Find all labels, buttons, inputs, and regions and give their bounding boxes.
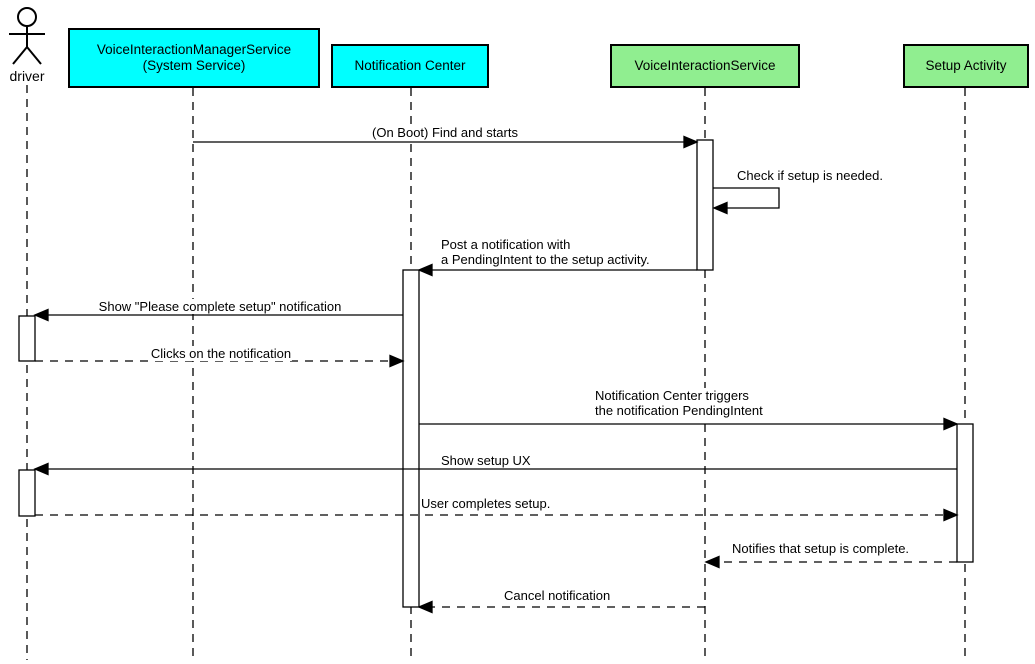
arrow-show-setup-ux (33, 462, 957, 476)
actor-icon (9, 7, 45, 65)
message-label-trigger-pendingintent: Notification Center triggers the notific… (594, 388, 764, 418)
participant-setup-activity: Setup Activity (903, 44, 1029, 88)
participant-name: Setup Activity (925, 58, 1007, 73)
activation-driver-1 (18, 315, 36, 362)
arrow-clicks-notification (35, 354, 405, 368)
message-label-show-setup-notification: Show "Please complete setup" notificatio… (97, 299, 343, 314)
message-label-cancel-notification: Cancel notification (503, 588, 612, 603)
message-label-notifies-setup-complete: Notifies that setup is complete. (731, 541, 911, 556)
participant-voiceinteractionmanagerservice: VoiceInteractionManagerService (System S… (68, 28, 320, 88)
activation-voiceinteractionservice (696, 139, 714, 271)
arrow-on-boot-find-and-starts (193, 135, 699, 149)
activation-setup-activity (956, 423, 974, 563)
participant-voiceinteractionservice: VoiceInteractionService (610, 44, 800, 88)
participant-name: Notification Center (354, 58, 466, 73)
activation-driver-2 (18, 469, 36, 517)
arrow-check-if-setup-needed (712, 187, 780, 215)
activation-notification-center (402, 269, 420, 608)
actor-label: driver (9, 68, 45, 84)
arrow-show-setup-notification (33, 308, 403, 322)
arrow-trigger-pendingintent (419, 417, 959, 431)
message-label-user-completes-setup: User completes setup. (420, 496, 552, 511)
arrow-user-completes-setup (35, 508, 959, 522)
message-label-clicks-notification: Clicks on the notification (149, 346, 293, 361)
participant-subtitle: (System Service) (142, 58, 246, 73)
message-label-check-if-setup-needed: Check if setup is needed. (736, 168, 884, 183)
arrow-cancel-notification (417, 600, 705, 614)
participant-notification-center: Notification Center (331, 44, 489, 88)
participant-name: VoiceInteractionManagerService (96, 42, 292, 57)
arrow-post-notification (417, 263, 697, 277)
arrow-notifies-setup-complete (704, 555, 957, 569)
message-label-post-notification: Post a notification with a PendingIntent… (440, 237, 651, 267)
message-label-on-boot-find-and-starts: (On Boot) Find and starts (371, 125, 519, 140)
participant-name: VoiceInteractionService (634, 58, 776, 73)
message-label-show-setup-ux: Show setup UX (440, 453, 532, 468)
